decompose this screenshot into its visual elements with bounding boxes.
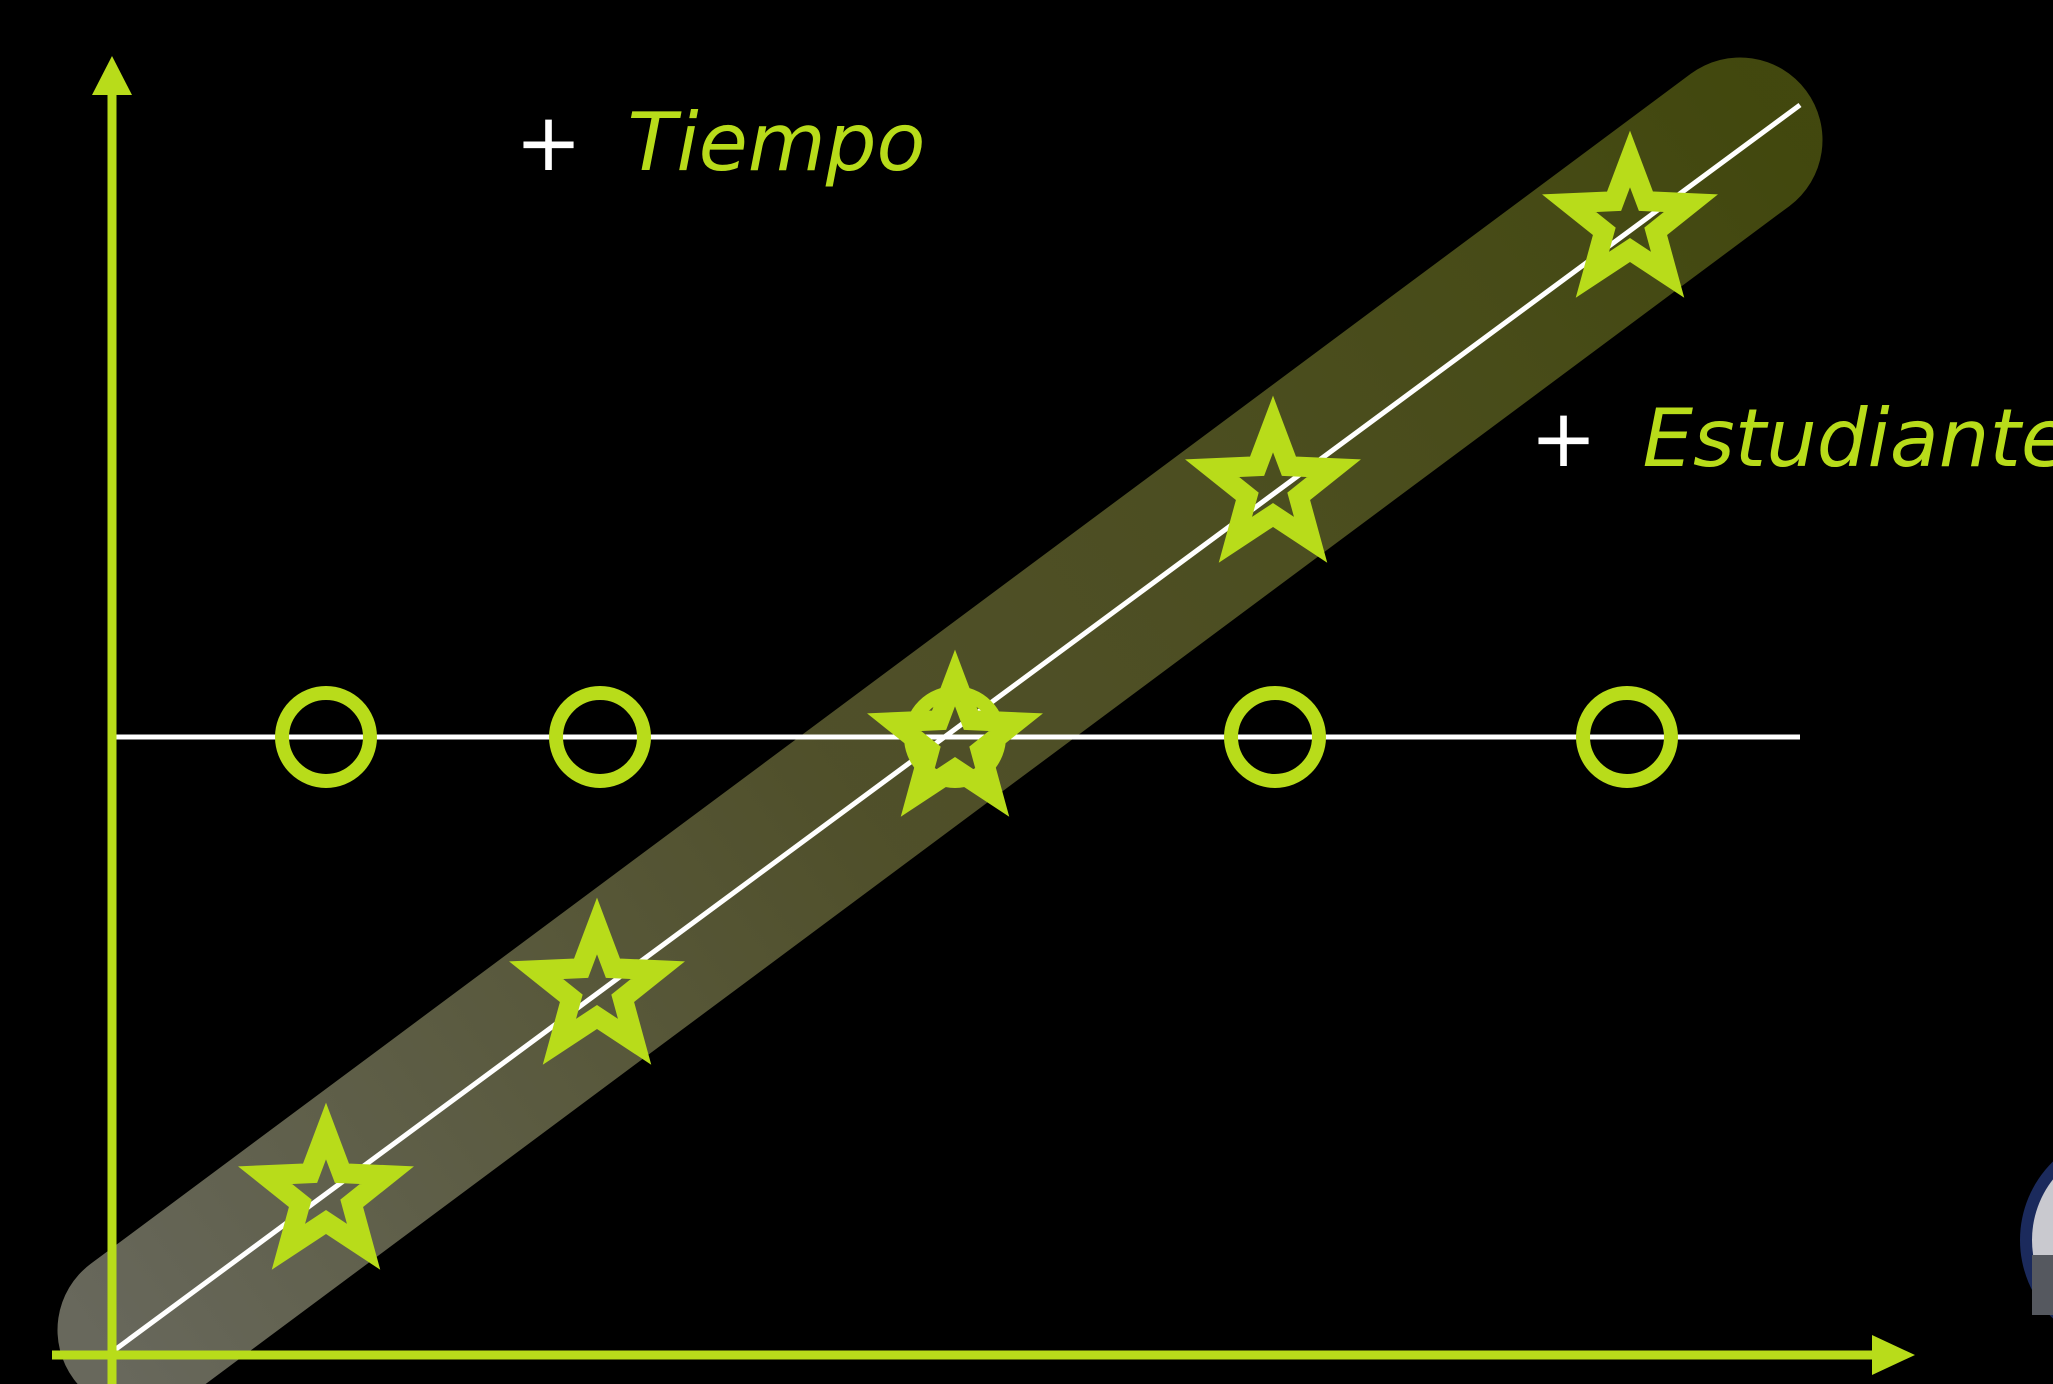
y-axis-arrowhead xyxy=(92,56,132,95)
students-label: + Estudiantes xyxy=(1530,392,2053,485)
x-axis-arrowhead xyxy=(1872,1335,1915,1375)
star-icon xyxy=(867,649,1043,817)
ring-icon xyxy=(1576,686,1678,788)
star-icon xyxy=(1185,395,1361,563)
avatar xyxy=(2020,1161,2053,1319)
star-icon xyxy=(238,1102,414,1270)
trend-line xyxy=(110,102,1802,1355)
star-icon xyxy=(1542,130,1718,298)
ring-icon xyxy=(1224,686,1326,788)
star-icon xyxy=(509,897,685,1065)
time-label-plus: + xyxy=(515,96,582,189)
star-markers xyxy=(238,130,1718,1270)
ring-icon xyxy=(275,686,377,788)
students-label-plus: + xyxy=(1530,392,1597,485)
time-label: + Tiempo xyxy=(515,96,925,189)
students-label-word: Estudiantes xyxy=(1642,392,2053,485)
ring-icon xyxy=(549,686,651,788)
time-label-word: Tiempo xyxy=(627,96,925,189)
